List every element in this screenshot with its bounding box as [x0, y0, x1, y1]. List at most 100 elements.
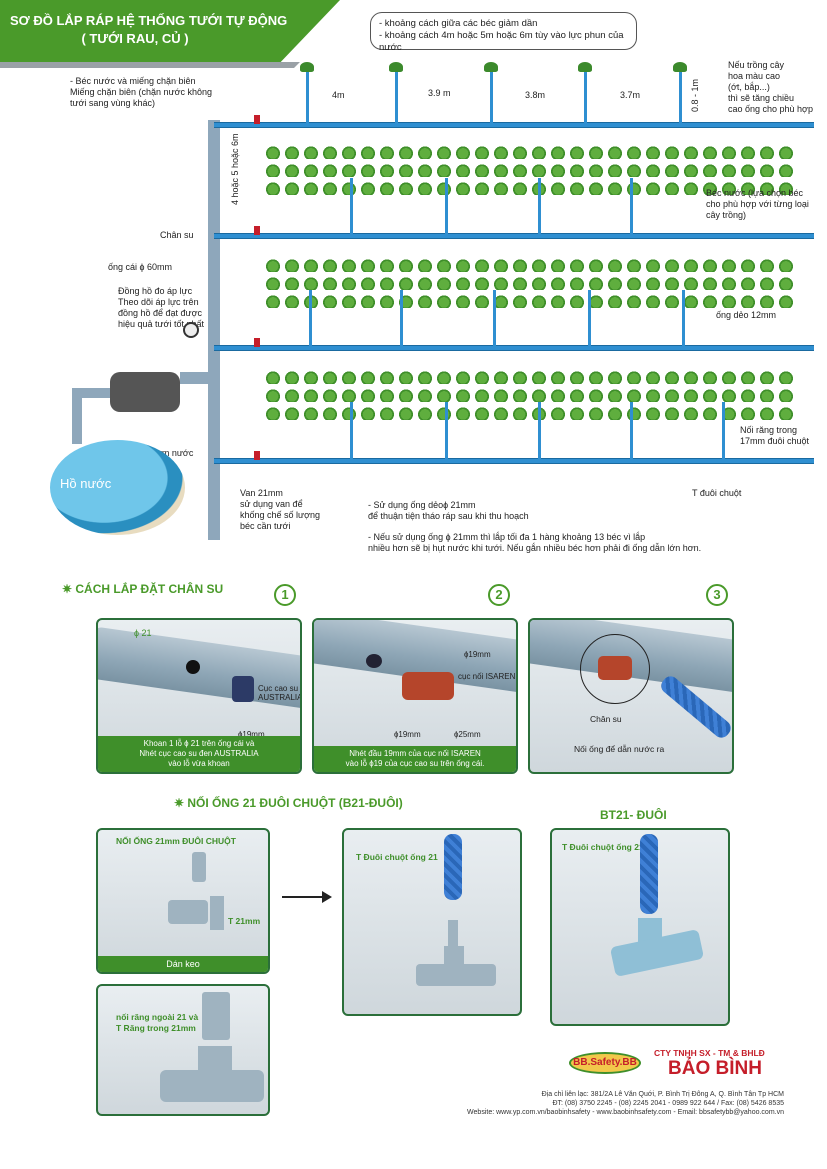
ong-cai-label: ống cái ɸ 60mm — [108, 262, 172, 272]
row-gap-label: 4 hoặc 5 hoặc 6m — [230, 133, 240, 205]
tee-body-icon — [160, 1070, 264, 1102]
sprinkler-icon — [300, 62, 314, 72]
valve-icon — [254, 115, 260, 124]
drill-hole-icon — [186, 660, 200, 674]
footer-website: Website: www.yp.com.vn/baobinhsafety - w… — [467, 1109, 784, 1116]
valve-icon — [254, 451, 260, 460]
footer-contact: Địa chỉ liên lạc: 381/2A Lê Văn Quới, P.… — [440, 1090, 784, 1117]
t-duoi-chuot-label: T đuôi chuột — [692, 488, 742, 498]
riser — [400, 290, 403, 346]
phi19b-label: ɸ19mm — [394, 730, 421, 739]
dan-keo-caption: Dán keo — [98, 956, 268, 972]
intake-pipe — [72, 388, 82, 444]
b21-step-1-panel: NỐI ỐNG 21mm ĐUÔI CHUỘT T 21mm Dán keo — [96, 828, 270, 974]
water-tank-label: Hồ nước — [60, 476, 112, 491]
sprinkler-icon — [673, 62, 687, 72]
flow-arrow-icon — [322, 891, 332, 903]
phi21-label: ɸ 21 — [134, 628, 152, 638]
height-label: 0.8 - 1m — [690, 78, 700, 112]
blue-hose-icon — [444, 834, 462, 900]
footer-phone: ĐT: (08) 3750 2245 - (08) 2245 2041 - 09… — [552, 1100, 784, 1107]
pressure-gauge-icon — [183, 322, 199, 338]
chan-su-caption: Chân su — [590, 714, 622, 724]
lateral-pipe-2 — [214, 233, 814, 239]
grommet-in-pipe-icon — [366, 654, 382, 668]
riser — [538, 402, 541, 459]
riser — [538, 178, 541, 234]
lateral-pipe-1 — [214, 122, 814, 128]
rubber-grommet-icon — [232, 676, 254, 702]
company-logo: BB.Safety.BB — [569, 1052, 641, 1074]
riser — [350, 402, 353, 459]
bt21-title: BT21- ĐUÔI — [600, 808, 667, 822]
riser — [493, 290, 496, 346]
riser — [682, 290, 685, 346]
ong-deo-label: ống dẻo 12mm — [716, 310, 777, 320]
tee-branch-icon — [198, 1046, 232, 1074]
pump-icon — [110, 372, 180, 412]
riser — [350, 178, 353, 234]
noi-ong-label: NỐI ỐNG 21mm ĐUÔI CHUỘT — [116, 836, 236, 846]
b21-step-2-panel: T Đuôi chuột ống 21 — [342, 828, 522, 1016]
tee-body-icon — [416, 964, 496, 986]
step-1-number: 1 — [274, 584, 296, 606]
riser — [490, 70, 493, 124]
riser — [584, 70, 587, 124]
riser — [395, 70, 398, 124]
brand-name: BẢO BÌNH — [668, 1058, 762, 1079]
riser — [588, 290, 591, 346]
riser — [630, 178, 633, 234]
flow-arrow-line — [282, 896, 322, 898]
t21-label: T 21mm — [228, 916, 261, 926]
step-2-panel: ɸ19mm cục nối ISAREN ɸ19mm ɸ25mm Nhét đầ… — [312, 618, 518, 774]
barb-fitting-icon — [192, 852, 206, 882]
note-line-1: - khoảng cách giữa các béc giảm dần — [379, 18, 538, 29]
note-line-2: - khoảng cách 4m hoặc 5m hoặc 6m tùy vào… — [379, 30, 624, 53]
step-3-panel: Chân su Nối ống để dẫn nước ra — [528, 618, 734, 774]
riser — [445, 402, 448, 459]
phi19-label: ɸ19mm — [238, 730, 265, 739]
lateral-pipe-3 — [214, 345, 814, 351]
b21-step-3-panel: T Đuôi chuột ống 21 — [550, 828, 730, 1026]
pump-label: Bơm nước — [150, 448, 194, 458]
spacing-label: 3.8m — [525, 90, 546, 100]
chan-su-label: Chân su — [160, 230, 194, 240]
phi25-label: ɸ25mm — [454, 730, 481, 739]
riser — [679, 70, 682, 124]
blue-hose-icon — [640, 834, 658, 914]
section-2-title: ✷ NỐI ỐNG 21 ĐUÔI CHUỘT (B21-ĐUÔI) — [174, 796, 403, 810]
lateral-pipe-4 — [214, 458, 814, 464]
page-subtitle: ( TƯỚI RAU, CỦ ) — [81, 31, 189, 46]
t-duoi-label: T Đuôi chuột ống 21 — [356, 852, 438, 862]
riser — [722, 402, 725, 459]
valve-icon — [254, 338, 260, 347]
pump-connector — [180, 372, 220, 384]
bec-chan-bien-note: - Béc nước và miếng chặn biên Miếng chặn… — [70, 76, 213, 108]
t-duoi-label: T Đuôi chuột ống 21 — [562, 842, 644, 852]
phi19-label: ɸ19mm — [464, 650, 491, 659]
step-2-number: 2 — [488, 584, 510, 606]
threaded-fitting-icon — [202, 992, 230, 1040]
spacing-label: 4m — [332, 90, 345, 100]
spacing-label: 3.7m — [620, 90, 641, 100]
neu-su-dung-note: - Nếu sử dụng ống ɸ 21mm thì lắp tối đa … — [368, 532, 702, 553]
connector-in-pipe-icon — [598, 656, 632, 680]
riser — [445, 178, 448, 234]
tee-branch-icon — [210, 896, 224, 930]
sprinkler-icon — [389, 62, 403, 72]
zoom-circle — [580, 634, 650, 704]
riser — [630, 402, 633, 459]
isaren-label: cục nối ISAREN — [458, 672, 516, 681]
